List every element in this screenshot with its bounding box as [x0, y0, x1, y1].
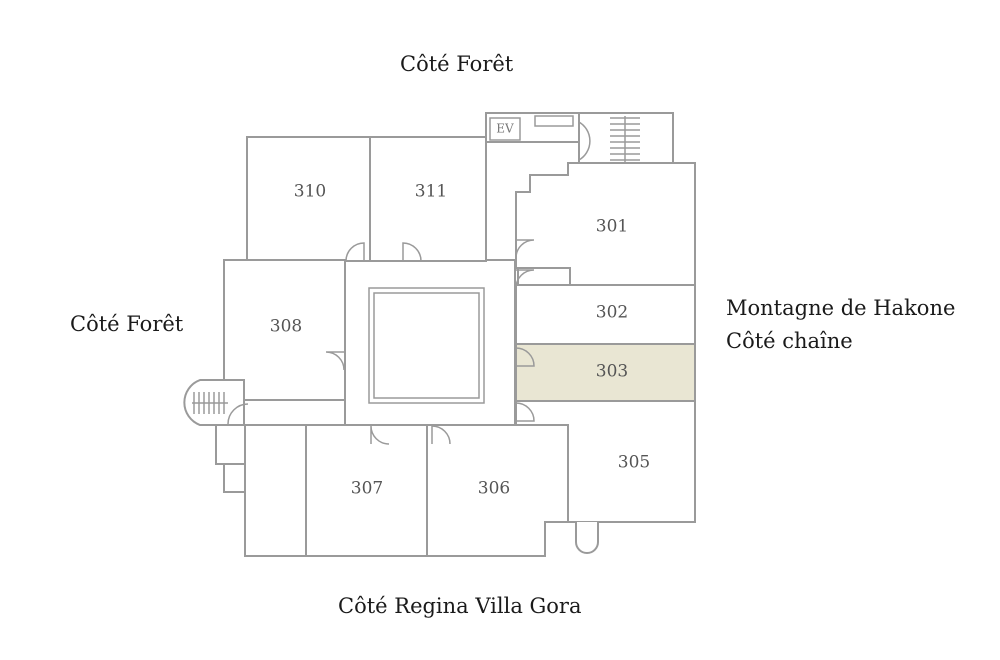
- room-310-number: 310: [294, 182, 326, 202]
- room-306[interactable]: 306: [426, 424, 569, 557]
- room-305-door: [515, 402, 535, 422]
- room-310-door: [345, 242, 365, 262]
- orientation-label-right-line2: Côté chaîne: [726, 328, 853, 353]
- central-courtyard: [368, 287, 485, 404]
- room-307-door: [370, 425, 390, 445]
- room-303-number: 303: [596, 362, 628, 382]
- room-unnumbered-bottom-left: [215, 424, 307, 557]
- room-306-number: 306: [478, 479, 510, 499]
- room-302-number: 302: [596, 303, 628, 323]
- bottom-left-annex-2: [223, 463, 246, 493]
- room-311-number: 311: [415, 182, 447, 202]
- elevator-label: EV: [496, 122, 514, 136]
- stairwell-top: [578, 112, 674, 164]
- orientation-label-right-line1: Montagne de Hakone: [726, 296, 956, 320]
- room-311[interactable]: 311: [369, 136, 487, 262]
- bottom-left-annex: [215, 424, 246, 465]
- room-305-bay: [575, 522, 599, 554]
- room-311-door: [402, 242, 422, 262]
- orientation-label-bottom: Côté Regina Villa Gora: [338, 594, 582, 618]
- stair-door-top: [578, 121, 591, 161]
- elevator-door-frame: [534, 115, 574, 127]
- room-301[interactable]: 301: [515, 162, 696, 286]
- room-303-highlighted[interactable]: 303: [515, 343, 696, 402]
- stairs-top-icon: [610, 116, 640, 163]
- central-corridor: [344, 259, 516, 426]
- room-307[interactable]: 307: [305, 424, 428, 557]
- room-307-number: 307: [351, 479, 383, 499]
- stair-door-left: [227, 403, 249, 425]
- room-308-door: [325, 351, 345, 371]
- room-305-number: 305: [618, 453, 650, 473]
- room-303-door: [515, 347, 535, 367]
- room-301-number: 301: [596, 217, 628, 237]
- room-301-door: [515, 239, 535, 259]
- elevator-stair-block: EV: [485, 112, 674, 164]
- orientation-label-top: Côté Forêt: [400, 52, 514, 76]
- room-310[interactable]: 310: [246, 136, 371, 262]
- room-302-door: [515, 269, 535, 289]
- stairwell-left: [183, 379, 249, 426]
- room-308[interactable]: 308: [223, 259, 346, 401]
- elevator-box: [489, 117, 521, 141]
- orientation-label-left: Côté Forêt: [70, 312, 184, 336]
- room-306-door: [431, 425, 451, 445]
- stairs-left-icon: [192, 392, 228, 414]
- room-308-number: 308: [270, 317, 302, 337]
- orientation-label-right: Montagne de Hakone Côté chaîne: [726, 292, 955, 357]
